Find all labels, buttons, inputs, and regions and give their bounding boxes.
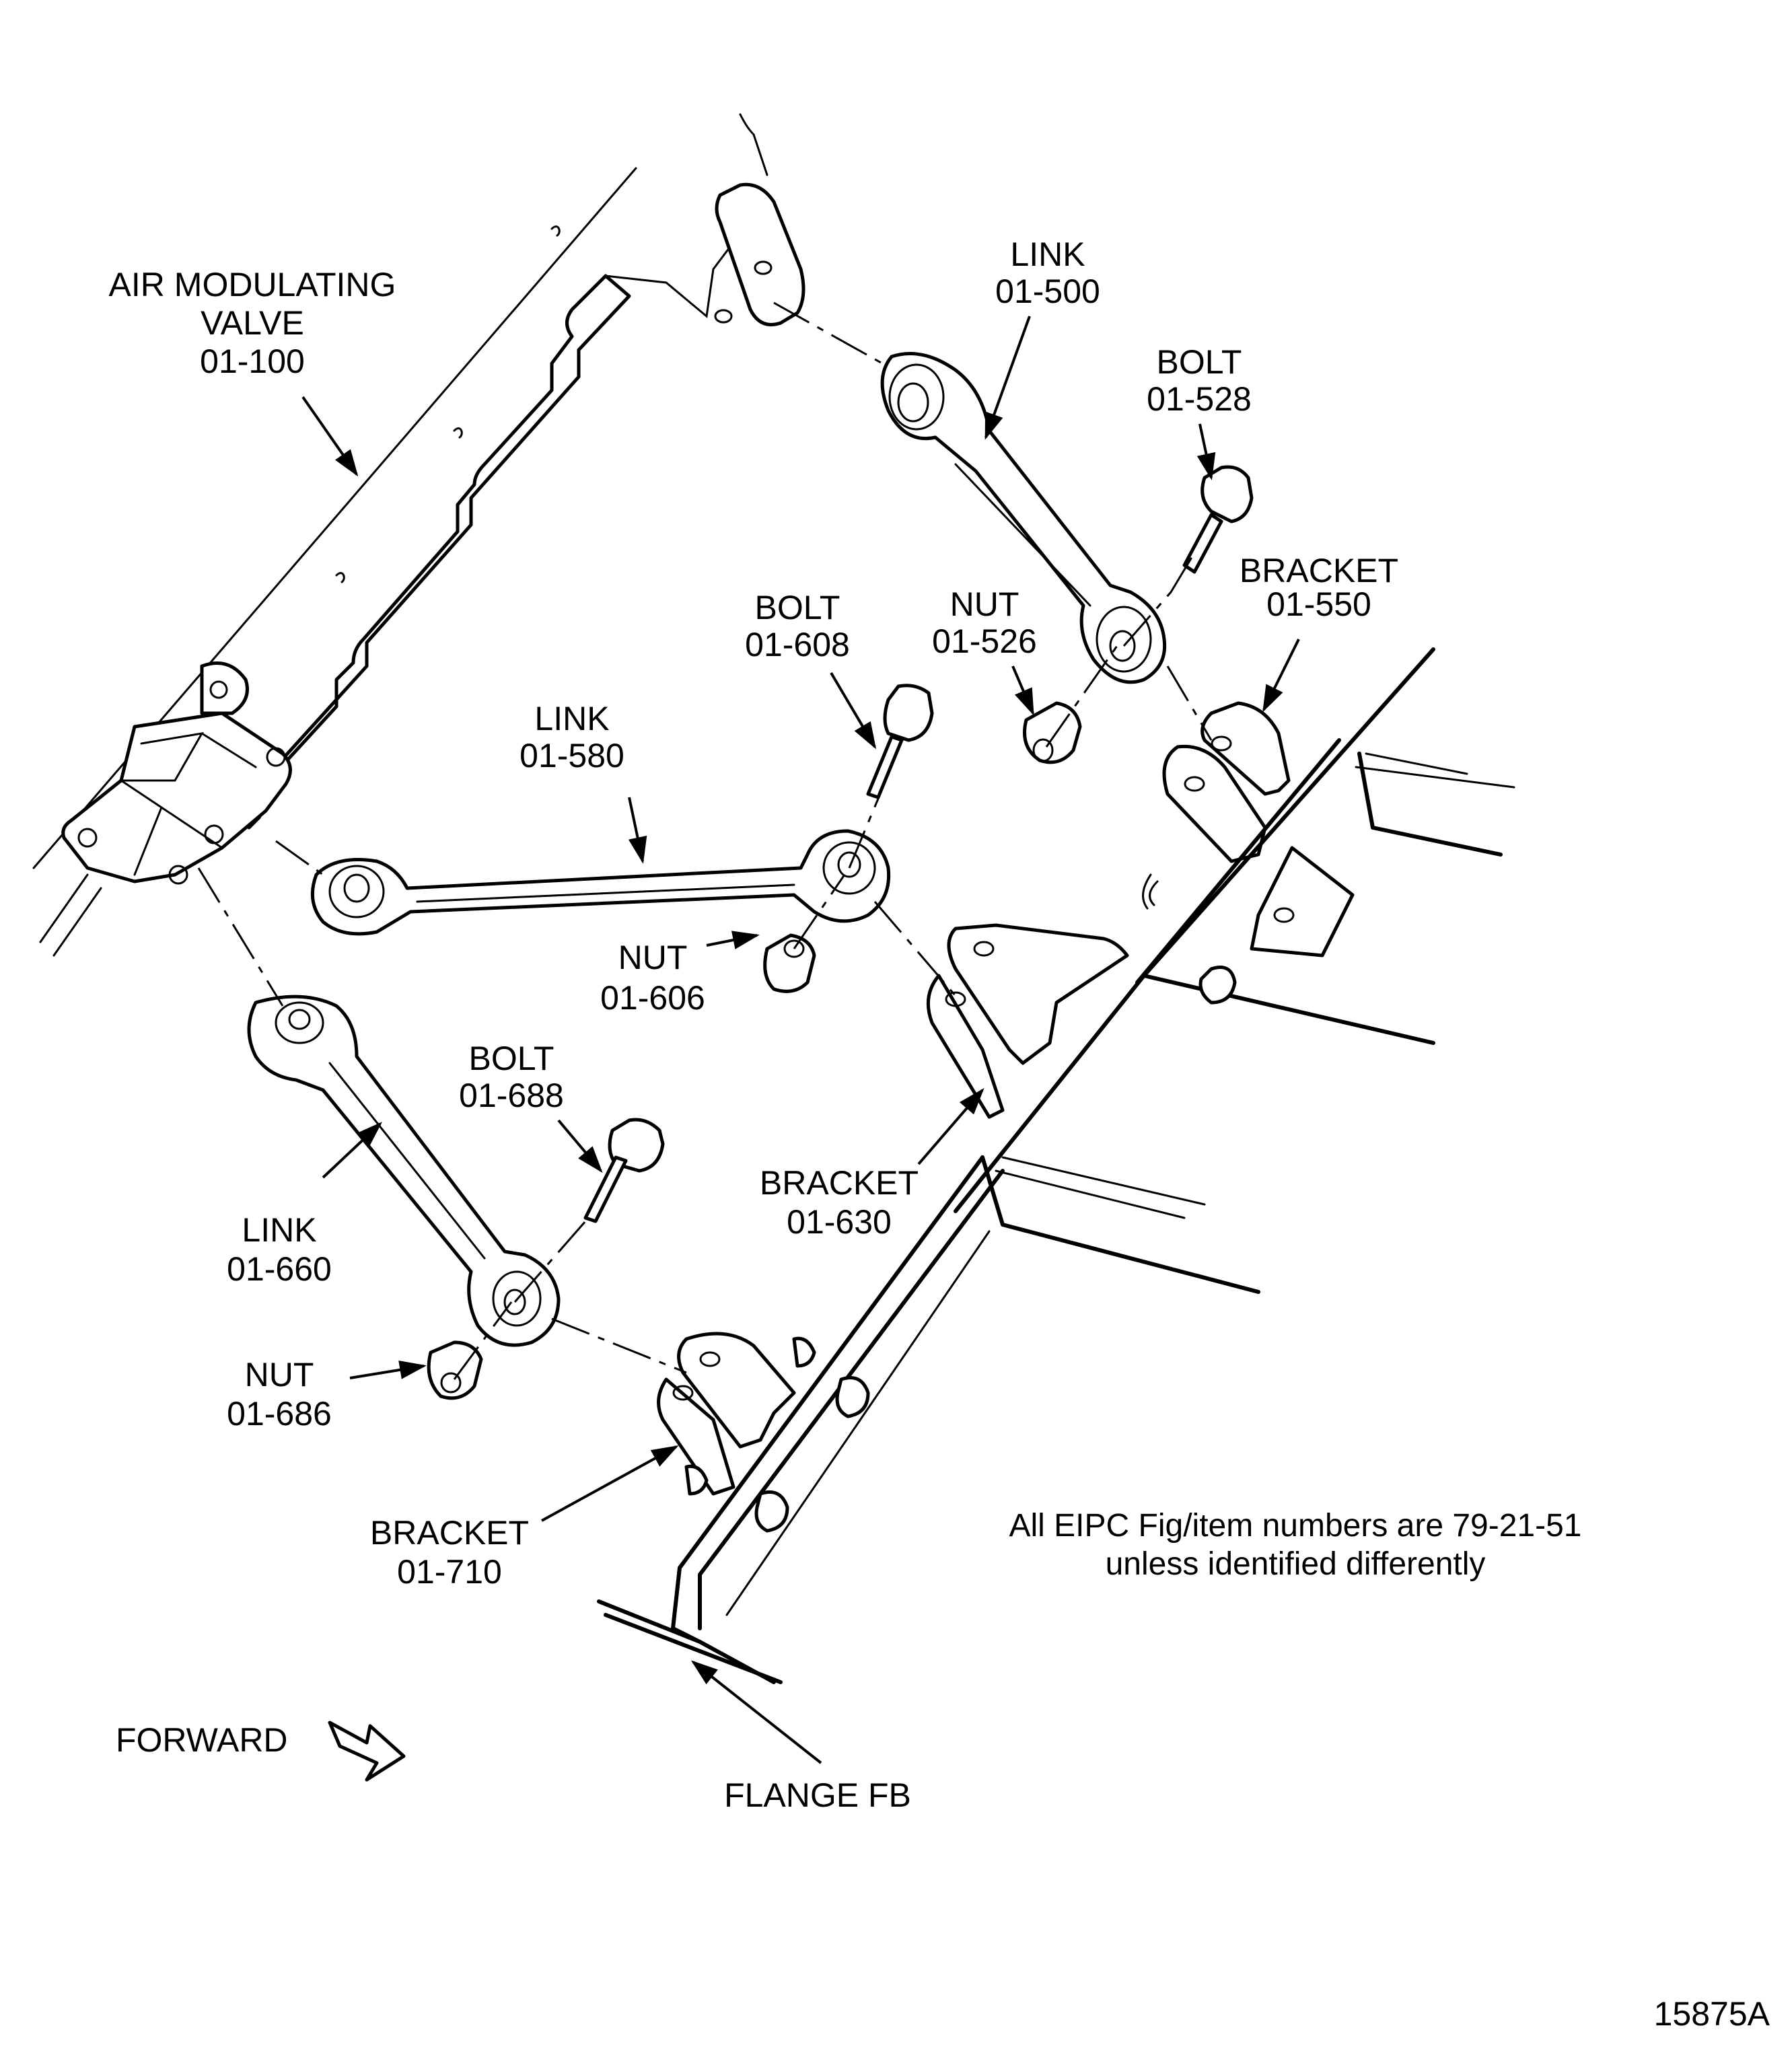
bolt-01-528-drawing xyxy=(1170,465,1254,593)
leader-lines xyxy=(301,316,1300,1764)
leader-link-580 xyxy=(628,797,647,864)
callout-part-number: 01-500 xyxy=(995,273,1100,310)
callout-part-number: 01-686 xyxy=(227,1395,332,1433)
leader-nut-686 xyxy=(349,1360,427,1379)
callout-part-name: VALVE xyxy=(201,304,304,342)
leader-flange-fb xyxy=(690,1660,822,1764)
callout-part-number: 01-580 xyxy=(519,737,624,774)
callout-part-number: 01-528 xyxy=(1147,380,1252,418)
callout-part-name: NUT xyxy=(950,585,1019,623)
nut-01-606-drawing xyxy=(763,933,816,993)
forward-label: FORWARD xyxy=(116,1721,288,1759)
callout-labels: AIR MODULATINGVALVE01-100LINK01-500BOLT0… xyxy=(109,236,1399,1814)
leader-link-660 xyxy=(322,1122,382,1179)
link-01-660-drawing xyxy=(247,995,561,1347)
assembly-centerlines xyxy=(197,301,1213,1380)
figure-number: 15875A xyxy=(1654,1995,1770,2033)
callout-part-name: LINK xyxy=(534,700,609,737)
leader-bracket-630 xyxy=(917,1087,984,1165)
eipc-note: All EIPC Fig/item numbers are 79-21-51 u… xyxy=(1009,1508,1581,1582)
callout-part-number: 01-660 xyxy=(227,1250,332,1288)
callout-part-name: AIR MODULATING xyxy=(109,266,396,303)
bolt-01-608-drawing xyxy=(866,684,934,799)
leader-bolt-528 xyxy=(1196,423,1216,480)
callout-part-name: BRACKET xyxy=(370,1514,529,1552)
callout-part-number: 01-608 xyxy=(745,626,850,663)
link-01-580-drawing xyxy=(310,829,891,936)
leader-link-500 xyxy=(984,316,1031,440)
link-01-500-drawing xyxy=(880,352,1167,684)
callout-part-name: BRACKET xyxy=(1240,552,1398,589)
callout-part-name: NUT xyxy=(618,939,688,976)
forward-indicator: FORWARD xyxy=(116,1721,406,1782)
callout-part-name: BOLT xyxy=(755,589,840,626)
callout-part-name: BOLT xyxy=(469,1040,554,1077)
callout-flange-fb: FLANGE FB xyxy=(724,1776,911,1814)
callout-part-number: 01-710 xyxy=(397,1553,502,1591)
leader-nut-606 xyxy=(706,931,760,949)
callout-part-name: FLANGE FB xyxy=(724,1776,911,1814)
nut-01-686-drawing xyxy=(427,1340,483,1400)
eipc-note-line-1: All EIPC Fig/item numbers are 79-21-51 xyxy=(1009,1508,1581,1544)
bracket-01-710-drawing xyxy=(597,1155,1260,1684)
leader-bracket-710 xyxy=(541,1445,679,1522)
callout-part-name: LINK xyxy=(242,1211,316,1249)
callout-part-number: 01-526 xyxy=(932,622,1037,660)
callout-part-number: 01-550 xyxy=(1266,585,1371,623)
callout-part-number: 01-630 xyxy=(787,1203,892,1241)
outline-arrow-right-icon xyxy=(328,1721,406,1782)
air-modulating-valve-drawing xyxy=(32,113,805,957)
callout-part-name: LINK xyxy=(1010,236,1085,273)
leader-valve xyxy=(301,396,359,477)
bracket-01-550-drawing xyxy=(954,647,1515,1213)
leader-bolt-608 xyxy=(830,672,877,750)
bracket-01-630-drawing xyxy=(926,923,1237,1119)
callout-part-name: NUT xyxy=(245,1356,314,1394)
callout-part-number: 01-606 xyxy=(600,979,705,1017)
leader-bracket-550 xyxy=(1262,639,1300,713)
callout-part-name: BRACKET xyxy=(760,1164,919,1202)
callout-part-name: BOLT xyxy=(1157,343,1242,381)
eipc-note-line-2: unless identified differently xyxy=(1106,1546,1486,1582)
callout-part-number: 01-688 xyxy=(459,1077,564,1114)
leader-nut-526 xyxy=(1011,665,1034,716)
callout-part-number: 01-100 xyxy=(200,342,305,380)
bolt-01-688-drawing xyxy=(583,1118,665,1223)
leader-bolt-688 xyxy=(557,1119,603,1173)
